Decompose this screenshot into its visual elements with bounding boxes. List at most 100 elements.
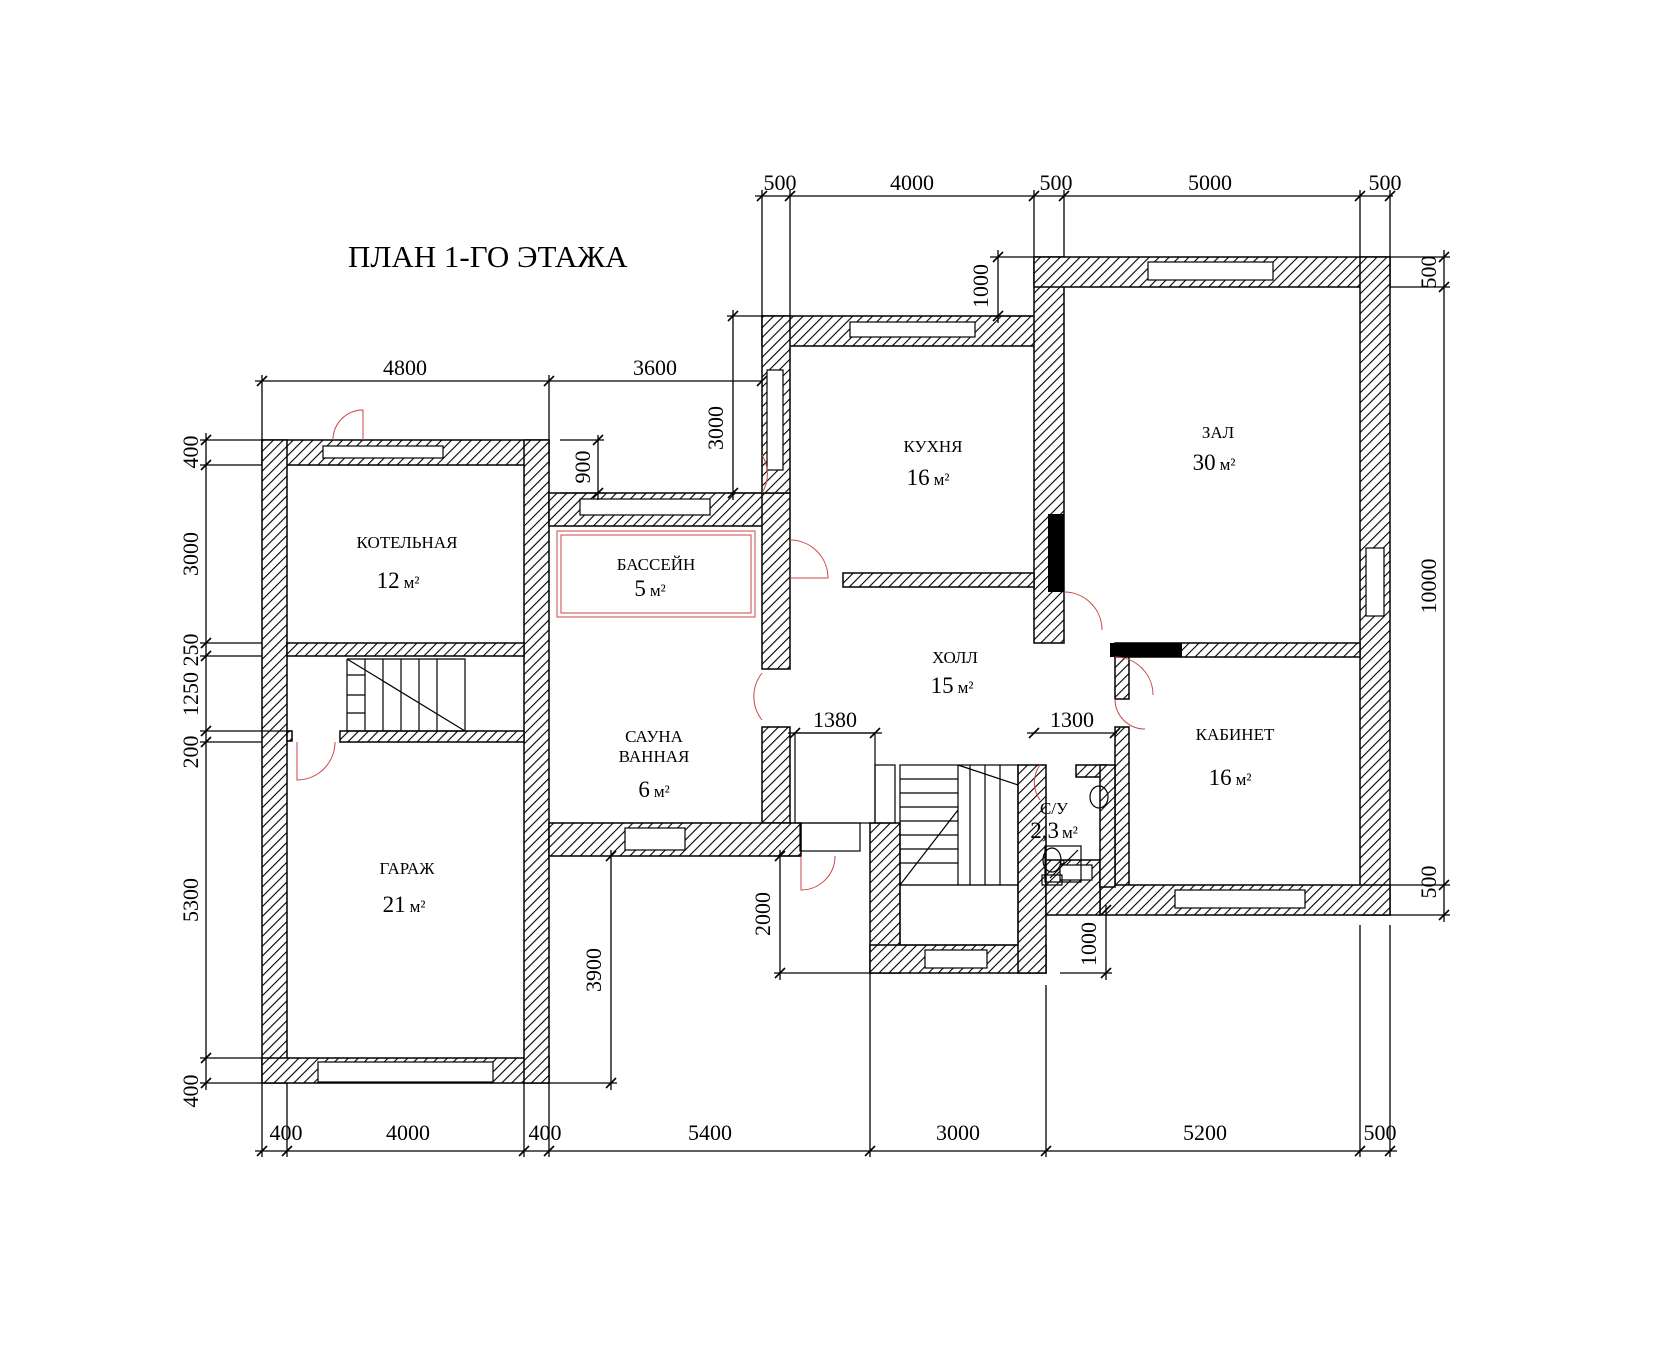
shaft-side <box>874 764 896 824</box>
window-zal <box>1147 261 1274 281</box>
svg-text:250: 250 <box>178 634 203 667</box>
wall-kitchen-bottom <box>842 572 1035 588</box>
door-kitchen-side <box>761 454 768 494</box>
wc-fixtures <box>1041 785 1109 886</box>
svg-text:3600: 3600 <box>633 355 677 380</box>
wall-left-outer <box>261 439 288 1084</box>
wall-solid-block-2 <box>1110 643 1182 657</box>
room-sauna-name1: САУНА <box>625 727 684 746</box>
window-wc <box>1059 864 1093 881</box>
svg-text:3900: 3900 <box>581 948 606 992</box>
room-sauna-name2: ВАННАЯ <box>619 747 690 766</box>
room-kitchen-name: КУХНЯ <box>904 437 963 456</box>
window-kitchen-side <box>766 369 784 471</box>
dim-left: 400 3000 250 1250 200 5300 400 <box>178 433 292 1108</box>
wall-office-left-top <box>1114 656 1130 700</box>
window-sauna <box>624 827 686 851</box>
entry-niche <box>799 822 861 852</box>
dim-top: 500 4000 500 5000 500 <box>755 170 1402 316</box>
svg-text:400: 400 <box>178 436 203 469</box>
room-office-name: КАБИНЕТ <box>1196 725 1275 744</box>
wall-solid-block-1 <box>1048 514 1064 592</box>
svg-text:500: 500 <box>1416 256 1441 289</box>
wall-wing-right <box>523 439 550 1084</box>
svg-text:3000: 3000 <box>703 406 728 450</box>
door-garage <box>296 741 336 781</box>
wall-stub-left <box>286 730 293 742</box>
plan-title: ПЛАН 1-ГО ЭТАЖА <box>348 239 628 274</box>
room-lobby-name: ХОЛЛ <box>932 648 978 667</box>
svg-text:400: 400 <box>529 1120 562 1145</box>
svg-text:1000: 1000 <box>1076 922 1101 966</box>
svg-text:500: 500 <box>764 170 797 195</box>
wall-boiler-bottom <box>286 642 525 657</box>
svg-text:3000: 3000 <box>936 1120 980 1145</box>
wall-wc-right <box>1099 764 1116 888</box>
svg-text:900: 900 <box>570 451 595 484</box>
svg-text:2000: 2000 <box>750 892 775 936</box>
door-kitchen <box>789 539 829 579</box>
dim-1380: 1380 <box>788 707 882 739</box>
pool-basin-inner <box>560 534 752 614</box>
doors <box>296 409 1154 891</box>
sink <box>1089 785 1109 809</box>
wall-kitchen-top <box>761 315 1053 347</box>
dim-kitchen-left: 3000 <box>703 310 762 500</box>
windows <box>317 261 1385 1083</box>
svg-text:1380: 1380 <box>813 707 857 732</box>
dim-1300: 1300 <box>1027 707 1121 739</box>
interior-details <box>346 530 1109 946</box>
svg-text:5000: 5000 <box>1188 170 1232 195</box>
svg-text:500: 500 <box>1369 170 1402 195</box>
svg-text:4000: 4000 <box>890 170 934 195</box>
door-zal <box>1063 591 1103 631</box>
svg-text:1300: 1300 <box>1050 707 1094 732</box>
window-garage <box>317 1061 494 1083</box>
svg-text:5300: 5300 <box>178 878 203 922</box>
room-boiler-name: КОТЕЛЬНАЯ <box>357 533 458 552</box>
window-pool <box>579 498 711 516</box>
room-zal-name: ЗАЛ <box>1202 423 1235 442</box>
toilet <box>1042 847 1062 873</box>
window-boiler <box>322 445 444 459</box>
door-wc <box>1033 764 1041 801</box>
window-office <box>1174 889 1306 909</box>
wall-pool-right <box>761 492 791 670</box>
dim-bottom: 400 4000 400 5400 3000 5200 500 <box>255 925 1397 1157</box>
door-office <box>1114 698 1146 730</box>
wall-office-left <box>1114 726 1130 888</box>
dim-3900: 3900 <box>549 850 617 1090</box>
window-kitchen <box>849 321 976 338</box>
svg-text:5200: 5200 <box>1183 1120 1227 1145</box>
wall-sauna-right <box>761 726 791 824</box>
room-pool-name: БАССЕЙН <box>617 555 696 574</box>
door-boiler <box>332 409 364 441</box>
shaft <box>794 732 876 824</box>
svg-text:500: 500 <box>1416 866 1441 899</box>
door-entry <box>800 855 836 891</box>
wall-stair-right <box>1017 764 1047 974</box>
dim-2000: 2000 <box>750 850 870 980</box>
stair-central <box>899 764 1019 946</box>
stair-left <box>346 658 466 732</box>
window-zal-side <box>1365 547 1385 617</box>
window-stair <box>924 949 988 969</box>
pool-basin <box>556 530 756 618</box>
svg-text:500: 500 <box>1364 1120 1397 1145</box>
door-office-upper <box>1114 656 1154 696</box>
svg-text:4800: 4800 <box>383 355 427 380</box>
wall-garage-top <box>339 730 525 743</box>
door-sauna <box>753 672 763 721</box>
dim-upper-left: 4800 3600 <box>255 355 768 440</box>
shower-tray <box>1044 845 1082 883</box>
